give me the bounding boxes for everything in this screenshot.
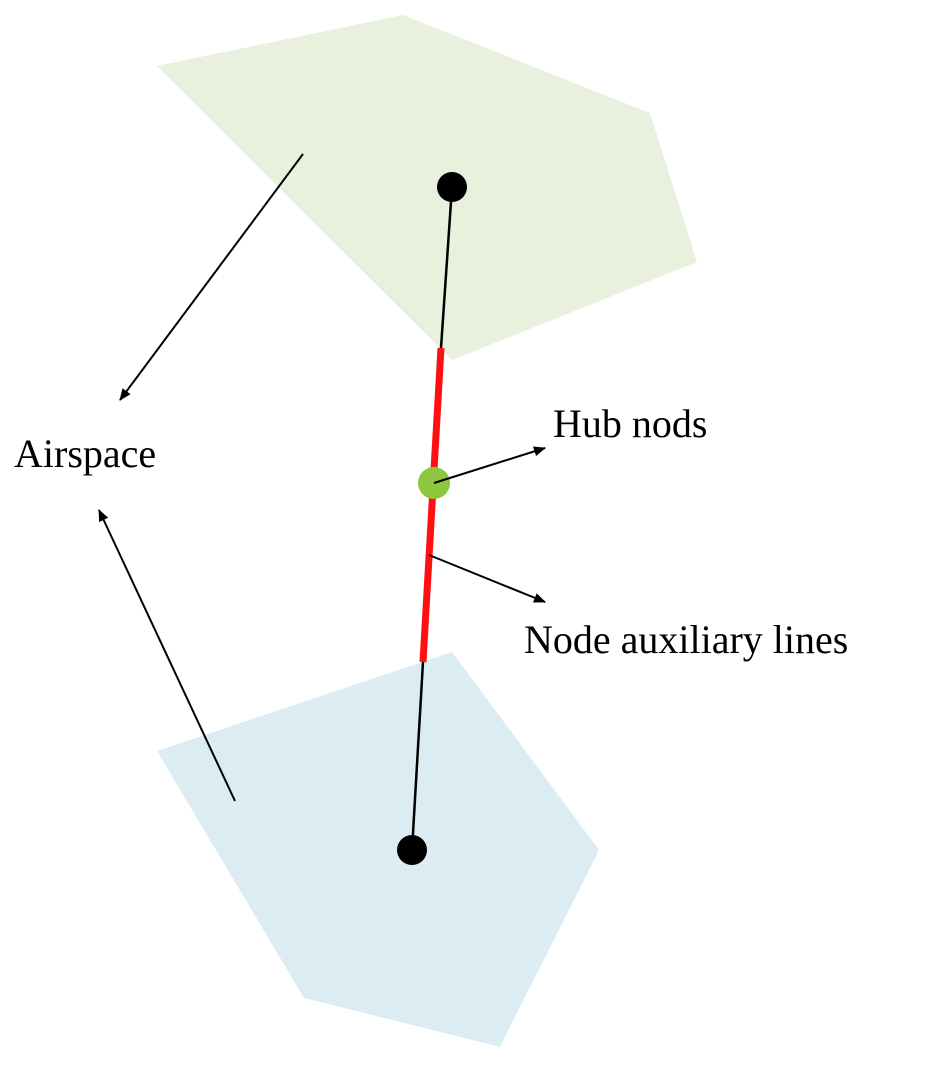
hub-arrow bbox=[433, 446, 546, 484]
auxiliary-label: Node auxiliary lines bbox=[524, 617, 848, 662]
auxiliary-arrow bbox=[428, 554, 546, 603]
lower-airspace-polygon bbox=[157, 652, 599, 1047]
node-auxiliary-line bbox=[419, 347, 445, 663]
airspace-arrow-lower bbox=[98, 509, 236, 802]
airspace-arrow-upper bbox=[119, 153, 304, 401]
upper-endpoint-node bbox=[437, 172, 467, 202]
lower-endpoint-node bbox=[397, 835, 427, 865]
upper-airspace-polygon bbox=[157, 15, 697, 360]
route-line-upper bbox=[439, 186, 454, 349]
airspace-label: Airspace bbox=[14, 431, 156, 476]
route-line-lower bbox=[410, 661, 425, 851]
hub-label: Hub nods bbox=[553, 401, 707, 446]
